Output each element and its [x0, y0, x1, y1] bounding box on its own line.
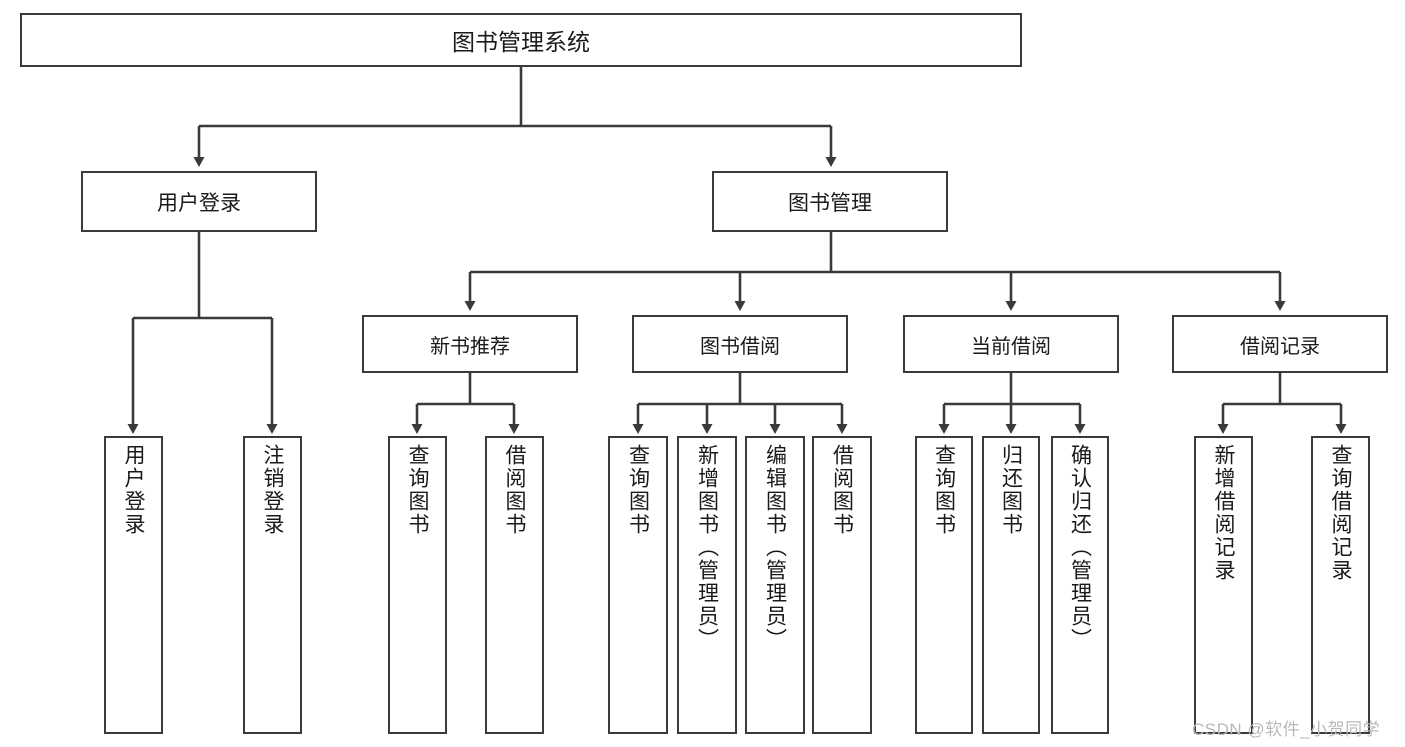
leaf-user-login[interactable]: 用户登录 — [104, 436, 163, 734]
node-label: 图书管理系统 — [452, 29, 590, 55]
node-borrow-record[interactable]: 借阅记录 — [1172, 315, 1388, 373]
node-book-borrow[interactable]: 图书借阅 — [632, 315, 848, 373]
leaf-query-borrow-record[interactable]: 查询借阅记录 — [1311, 436, 1370, 734]
leaf-query-book-current[interactable]: 查询图书 — [915, 436, 973, 734]
node-label: 图书管理 — [788, 191, 872, 215]
node-label: 借阅图书 — [830, 444, 854, 536]
node-label: 注销登录 — [261, 444, 284, 536]
node-label: 新书推荐 — [430, 335, 510, 358]
node-label: 编辑图书（管理员） — [763, 444, 787, 651]
leaf-return-book[interactable]: 归还图书 — [982, 436, 1040, 734]
leaf-query-book-recommend[interactable]: 查询图书 — [388, 436, 447, 734]
node-label: 查询图书 — [932, 444, 956, 536]
leaf-add-book-admin[interactable]: 新增图书（管理员） — [677, 436, 737, 734]
leaf-confirm-return-admin[interactable]: 确认归还（管理员） — [1051, 436, 1109, 734]
node-label: 确认归还（管理员） — [1068, 444, 1092, 651]
node-new-book-recommend[interactable]: 新书推荐 — [362, 315, 578, 373]
leaf-user-logout[interactable]: 注销登录 — [243, 436, 302, 734]
node-label: 用户登录 — [157, 191, 241, 215]
node-label: 新增图书（管理员） — [695, 444, 719, 651]
node-label: 借阅记录 — [1240, 335, 1320, 358]
node-label: 归还图书 — [999, 444, 1023, 536]
node-root[interactable]: 图书管理系统 — [20, 13, 1022, 67]
node-label: 查询图书 — [626, 444, 650, 536]
node-label: 图书借阅 — [700, 335, 780, 358]
leaf-add-borrow-record[interactable]: 新增借阅记录 — [1194, 436, 1253, 734]
leaf-borrow-book[interactable]: 借阅图书 — [812, 436, 872, 734]
node-book-management[interactable]: 图书管理 — [712, 171, 948, 232]
node-current-borrow[interactable]: 当前借阅 — [903, 315, 1119, 373]
leaf-borrow-book-recommend[interactable]: 借阅图书 — [485, 436, 544, 734]
node-label: 当前借阅 — [971, 335, 1051, 358]
node-label: 查询图书 — [406, 444, 429, 536]
leaf-query-book[interactable]: 查询图书 — [608, 436, 668, 734]
node-label: 新增借阅记录 — [1212, 444, 1235, 582]
node-label: 用户登录 — [122, 444, 145, 536]
leaf-edit-book-admin[interactable]: 编辑图书（管理员） — [745, 436, 805, 734]
node-user-login[interactable]: 用户登录 — [81, 171, 317, 232]
node-label: 借阅图书 — [503, 444, 526, 536]
node-label: 查询借阅记录 — [1329, 444, 1352, 582]
